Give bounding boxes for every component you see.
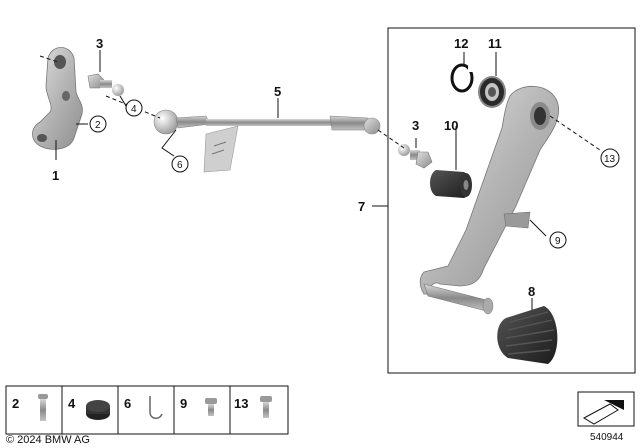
callout-12: 12 bbox=[454, 36, 468, 51]
callout-3-right: 3 bbox=[412, 118, 419, 133]
callout-2: 2 bbox=[95, 120, 101, 131]
callout-3-left: 3 bbox=[96, 36, 103, 51]
callout-10: 10 bbox=[444, 118, 458, 133]
ball-stud-right-part-3 bbox=[398, 144, 433, 169]
callout-9: 9 bbox=[555, 236, 561, 247]
legend-item-6-number: 6 bbox=[124, 396, 131, 411]
document-reference-box: 540944 bbox=[577, 391, 635, 443]
copyright-text: © 2024 BMW AG bbox=[6, 434, 90, 446]
callout-13: 13 bbox=[604, 154, 616, 165]
rubber-washer-icon bbox=[86, 400, 110, 420]
legend-item-2-number: 2 bbox=[12, 396, 19, 411]
document-number: 540944 bbox=[590, 432, 624, 443]
callout-8: 8 bbox=[528, 284, 535, 299]
legend-item-4-number: 4 bbox=[68, 396, 76, 411]
callouts: 1 2 3 4 5 6 3 10 7 8 12 11 9 13 bbox=[52, 36, 620, 299]
callout-6: 6 bbox=[177, 160, 183, 171]
callout-5: 5 bbox=[274, 84, 281, 99]
ball-stud-left-part-3 bbox=[87, 73, 124, 96]
legend-item-13-number: 13 bbox=[234, 396, 248, 411]
clip-icon bbox=[149, 396, 163, 419]
legend-item-9-number: 9 bbox=[180, 396, 187, 411]
bearing-part-11 bbox=[478, 76, 506, 108]
shift-rod-part-5 bbox=[153, 109, 381, 173]
screw-short-icon bbox=[205, 398, 217, 416]
screw-medium-icon bbox=[260, 396, 272, 418]
callout-11: 11 bbox=[488, 36, 502, 51]
legend-strip: 2 4 6 9 13 bbox=[5, 385, 289, 435]
shift-bracket-part-1 bbox=[32, 47, 83, 150]
rubber-bushing-part-10 bbox=[430, 170, 472, 198]
assembly-frame bbox=[387, 27, 636, 374]
gear-shift-lever-part-7 bbox=[419, 85, 560, 315]
screw-long-icon bbox=[38, 394, 48, 421]
callout-4: 4 bbox=[131, 104, 137, 115]
callout-1: 1 bbox=[52, 168, 59, 183]
circlip-part-12 bbox=[450, 63, 474, 93]
footpeg-rubber-part-8 bbox=[497, 306, 558, 364]
callout-7: 7 bbox=[358, 199, 365, 214]
